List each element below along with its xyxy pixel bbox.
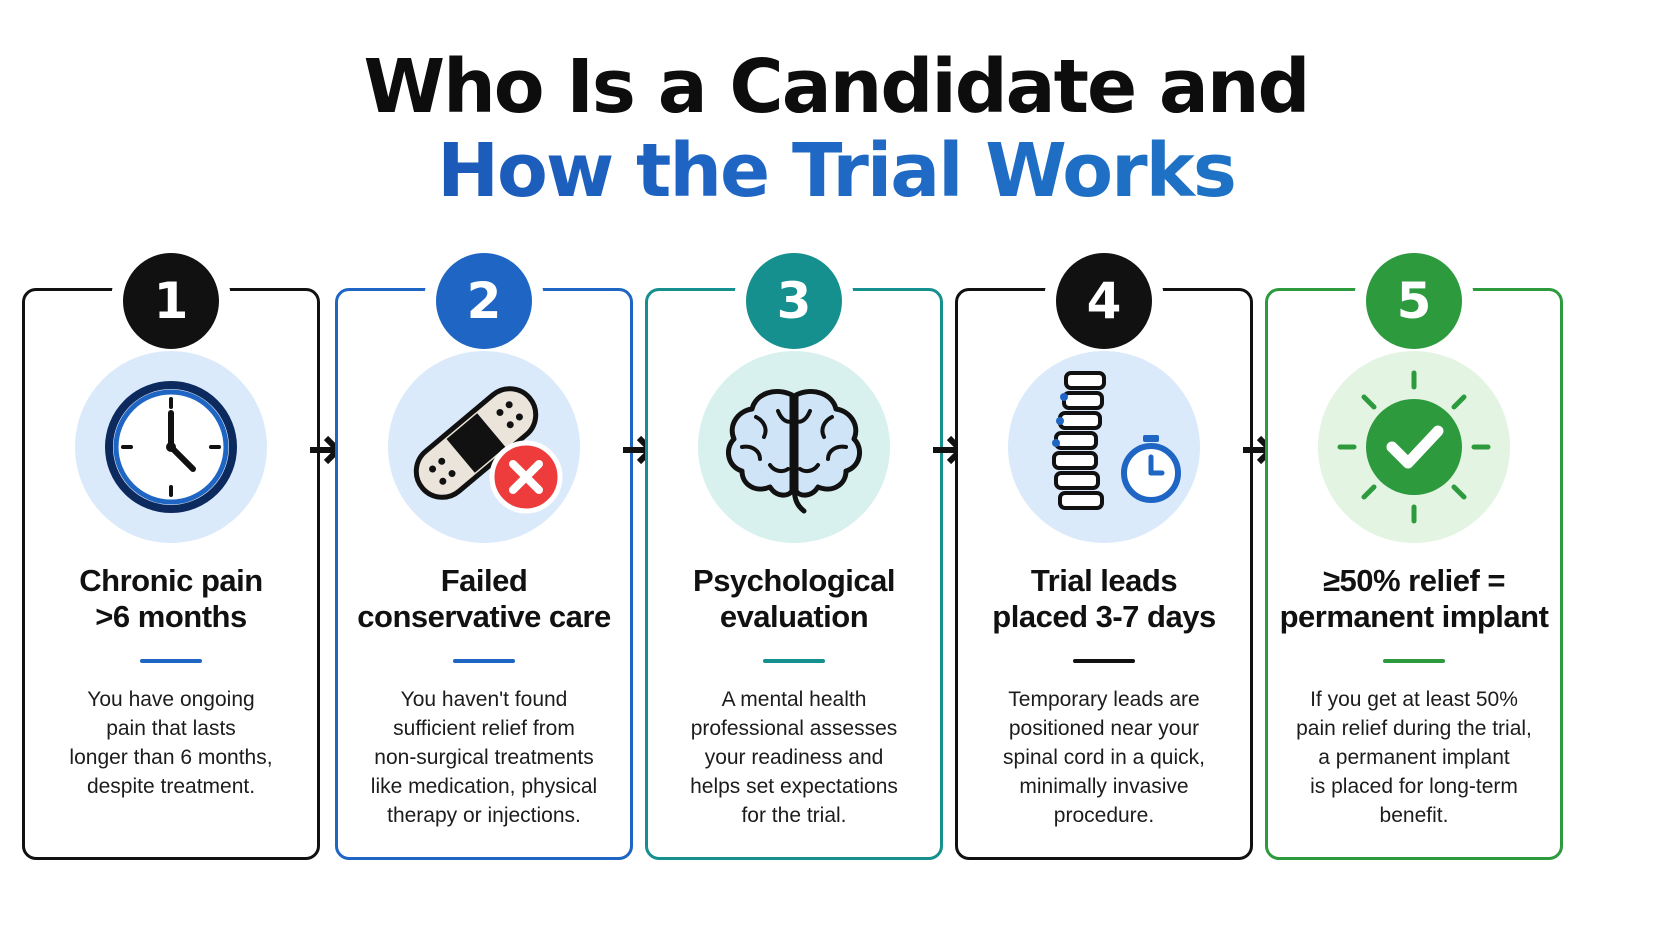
- step-divider-5: [1383, 659, 1445, 663]
- spine-stopwatch-icon: [1008, 351, 1200, 543]
- bandage-x-icon: [388, 351, 580, 543]
- step-number-badge-4: 4: [1044, 241, 1164, 361]
- step-divider-2: [453, 659, 515, 663]
- step-description-5: If you get at least 50% pain relief duri…: [1296, 688, 1532, 827]
- step-card-1: 1 Chronic pain >6 months You have ongoin…: [22, 241, 320, 860]
- step-description-3: A mental health professional assesses yo…: [690, 688, 898, 827]
- title-line-2: How the Trial Works: [0, 128, 1672, 214]
- step-description-1: You have ongoing pain that lasts longer …: [69, 688, 273, 798]
- title-line-1: Who Is a Candidate and: [363, 44, 1310, 130]
- step-title-2: Failed conservative care: [357, 563, 611, 634]
- step-description-2: You haven't found sufficient relief from…: [370, 688, 598, 827]
- step-title-3: Psychological evaluation: [693, 563, 895, 634]
- clock-icon: [75, 351, 267, 543]
- step-divider-1: [140, 659, 202, 663]
- step-title-4: Trial leads placed 3-7 days: [992, 563, 1216, 634]
- step-divider-4: [1073, 659, 1135, 663]
- step-title-5: ≥50% relief = permanent implant: [1279, 563, 1549, 634]
- step-card-3: 3 Psychological evaluation A mental heal…: [645, 241, 943, 860]
- step-number-badge-1: 1: [111, 241, 231, 361]
- step-card-4: 4 Trial leads placed 3-7 days T: [955, 241, 1253, 860]
- step-title-1: Chronic pain >6 months: [79, 563, 263, 634]
- step-number-badge-2: 2: [424, 241, 544, 361]
- brain-icon: [698, 351, 890, 543]
- step-card-5: 5 ≥50% relief = permanent implant If you…: [1265, 241, 1563, 860]
- step-number-badge-5: 5: [1354, 241, 1474, 361]
- step-card-2: 2 Failed conservative care You haven't f…: [335, 241, 633, 860]
- step-divider-3: [763, 659, 825, 663]
- checkmark-icon: [1318, 351, 1510, 543]
- step-number-badge-3: 3: [734, 241, 854, 361]
- step-description-4: Temporary leads are positioned near your…: [1003, 688, 1205, 827]
